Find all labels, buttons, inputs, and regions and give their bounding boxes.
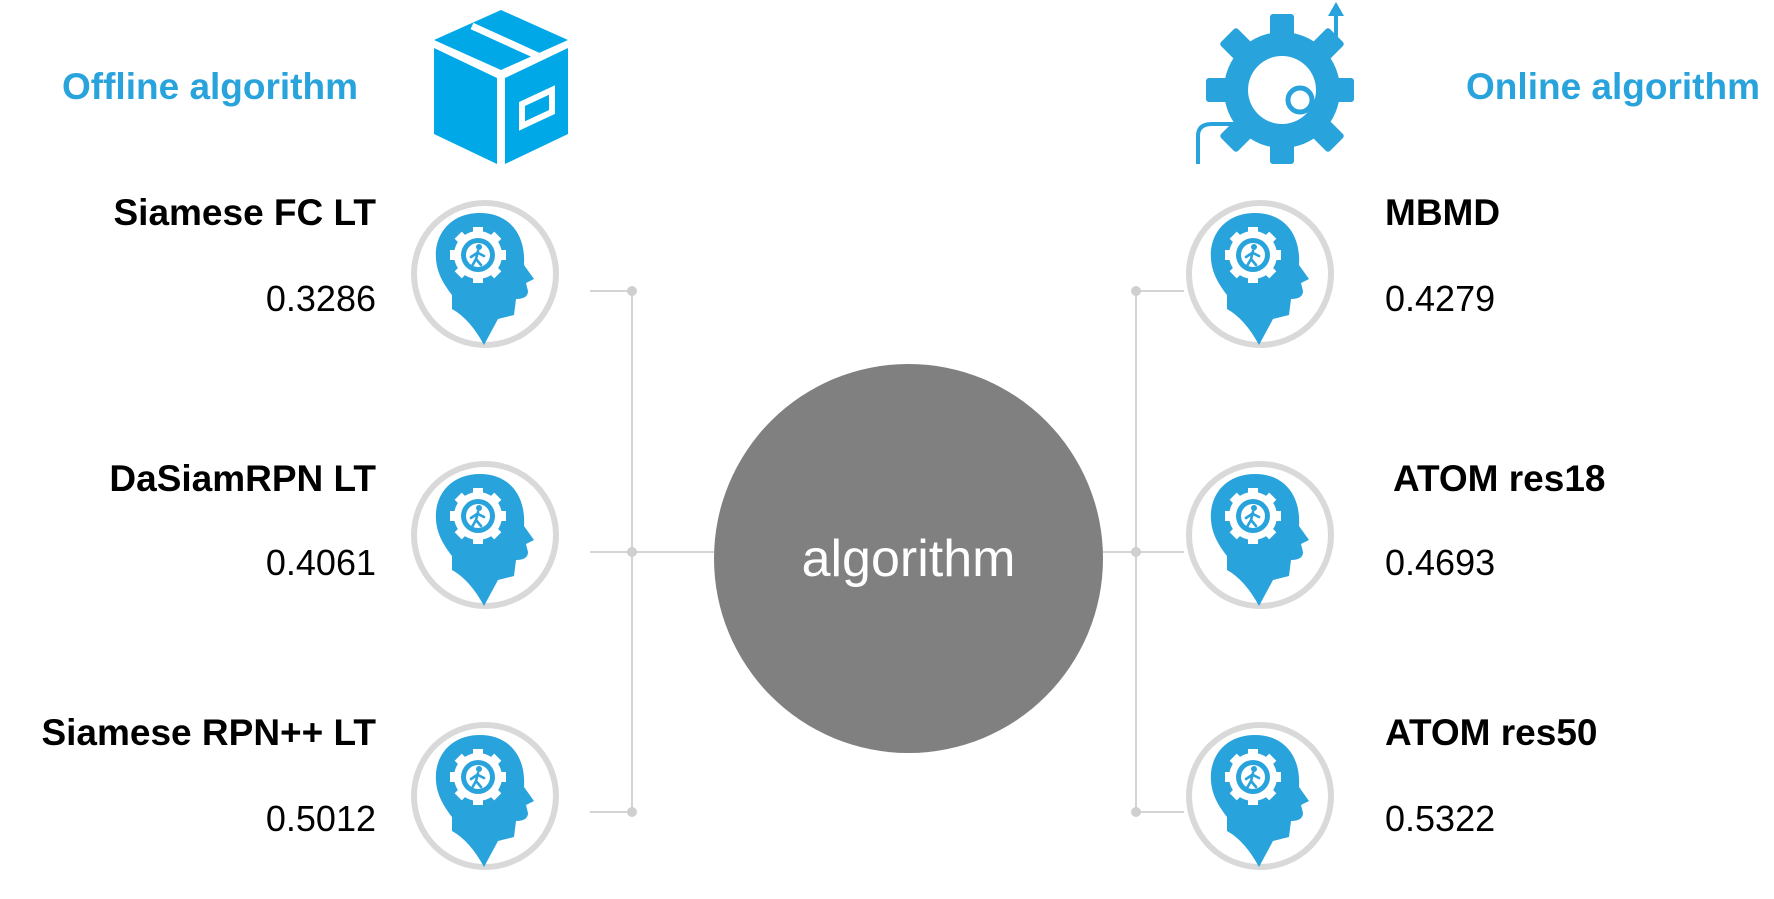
hub-label: algorithm [801,529,1016,588]
online-item-name: MBMD [1385,192,1501,233]
offline-item-score: 0.4061 [265,542,376,583]
offline-item-score: 0.3286 [265,278,376,319]
head-gear-icon [1185,460,1335,610]
offline-item-name: Siamese RPN++ LT [41,712,376,753]
head-gear-icon [410,460,560,610]
algorithm-hub: algorithm [714,364,1103,753]
offline-heading: Offline algorithm [62,66,358,107]
offline-item-name: Siamese FC LT [113,192,376,233]
gear-process-icon [1196,0,1356,170]
online-heading: Online algorithm [1466,66,1760,107]
box-icon [430,6,572,168]
head-gear-icon [1185,199,1335,349]
offline-item-name: DaSiamRPN LT [109,458,376,499]
online-item-score: 0.4279 [1385,278,1496,319]
online-item-name: ATOM res50 [1385,712,1598,753]
head-gear-icon [1185,721,1335,871]
head-gear-icon [410,721,560,871]
online-item-score: 0.5322 [1385,798,1496,839]
offline-item-score: 0.5012 [265,798,376,839]
head-gear-icon [410,199,560,349]
online-item-score: 0.4693 [1385,542,1496,583]
online-item-name: ATOM res18 [1393,458,1606,499]
